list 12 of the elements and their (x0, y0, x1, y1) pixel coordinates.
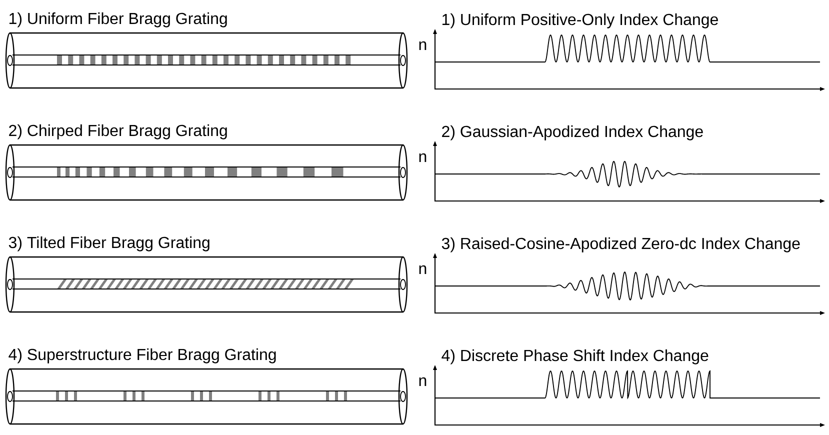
axis-label: n (419, 377, 426, 386)
panel-title: 1) Uniform Positive-Only Index Change (442, 13, 718, 28)
panel-title: 2) Chirped Fiber Bragg Grating (9, 124, 227, 140)
panel-title: 2) Gaussian-Apodized Index Change (442, 125, 703, 140)
axis-label: n (419, 153, 426, 162)
panel-title: 4) Discrete Phase Shift Index Change (442, 349, 708, 364)
panel-title: 1) Uniform Fiber Bragg Grating (10, 12, 227, 28)
panel-title: 4) Superstructure Fiber Bragg Grating (8, 348, 276, 364)
panel-title: 3) Tilted Fiber Bragg Grating (8, 236, 210, 252)
axis-label: n (419, 265, 426, 274)
axis-label: n (419, 41, 426, 50)
panel-title: 3) Raised-Cosine-Apodized Zero-dc Index Change (442, 237, 800, 252)
